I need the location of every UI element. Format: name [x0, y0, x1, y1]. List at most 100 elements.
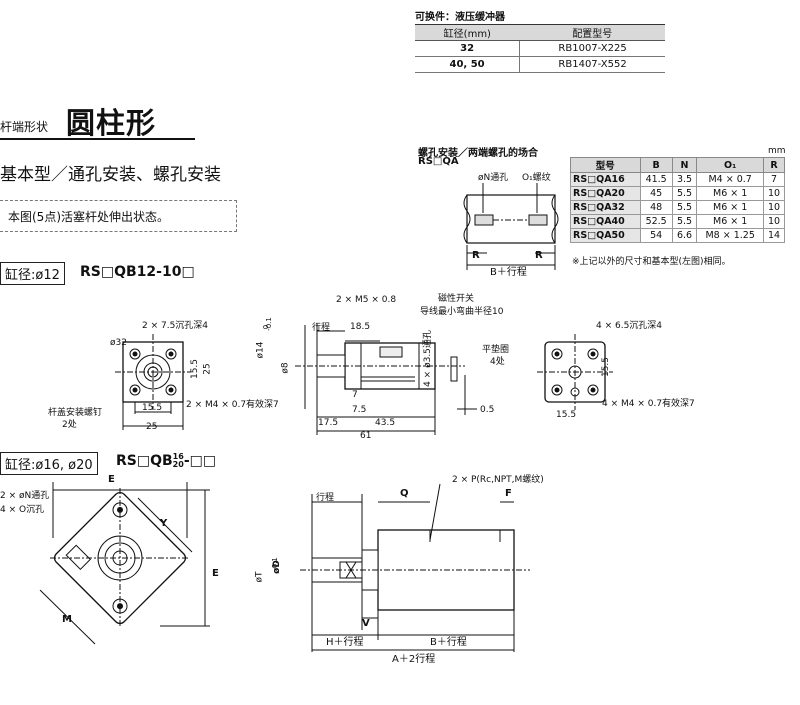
- bore1620-v: V: [362, 618, 370, 629]
- bore12-s1: 2 × M5 × 0.8: [336, 295, 397, 305]
- bore1620-a: A＋2行程: [392, 654, 436, 665]
- rsqa-title: 螺孔安装／两端螺孔的场合: [418, 148, 538, 159]
- bore1620-b: B＋行程: [430, 637, 467, 648]
- dim-cell: M6 × 1: [696, 200, 765, 215]
- dim-cell-model: RS□QA32: [570, 200, 641, 215]
- note-text: 本图(5点)活塞杆处伸出状态。: [8, 210, 169, 224]
- bore12-s3: 导线最小弯曲半径10: [420, 307, 504, 317]
- option-header-model: 配置型号: [519, 24, 665, 41]
- bore12-r1: 4 × 6.5沉孔深4: [596, 321, 663, 331]
- dim-header: 型号: [570, 157, 641, 173]
- bore12-c7: 2 × M4 × 0.7有效深7: [186, 400, 279, 410]
- dim-cell: 10: [763, 200, 785, 215]
- bore12-c1: 2 × 7.5沉孔深4: [142, 321, 209, 331]
- bore1620-y: Y: [160, 518, 168, 529]
- option-header-bore: 缸径(mm): [415, 24, 520, 41]
- bore12-r2: 15.5: [601, 356, 612, 378]
- dim-cell: 48: [639, 200, 673, 215]
- rsqa-label-o: O₁螺纹: [522, 173, 551, 183]
- bore12-c2: ø32: [110, 338, 127, 348]
- option-model: RB1407-X552: [519, 56, 665, 73]
- bore12-s7: ø8: [280, 362, 291, 374]
- dim-cell: 10: [763, 214, 785, 229]
- dim-cell: 45: [639, 186, 673, 201]
- dim-cell: 52.5: [639, 214, 673, 229]
- bore1620-model-b: -□□: [183, 453, 217, 469]
- option-bore: 40, 50: [415, 56, 521, 73]
- rsqa-label-r-right: R: [535, 250, 543, 261]
- bore12-s5: 18.5: [350, 322, 371, 332]
- bore12-side-view: [295, 323, 477, 435]
- bore12-c8: 杆盖安装螺钉: [48, 408, 103, 418]
- dim-cell: 54: [639, 228, 673, 243]
- bore12-s4: 行程: [312, 323, 331, 333]
- bore1620-f: F: [505, 488, 512, 499]
- bore12-s2: 磁性开关: [438, 294, 475, 304]
- bore1620-front-view: [39, 482, 210, 645]
- bore1620-e-top: E: [108, 474, 115, 485]
- dim-cell: 14: [763, 228, 785, 243]
- dim-cell: 10: [763, 186, 785, 201]
- dim-cell: M8 × 1.25: [696, 228, 765, 243]
- dim-header: B: [639, 157, 673, 173]
- bore12-s10: 4处: [490, 357, 505, 367]
- bore12-s13: 43.5: [375, 418, 396, 428]
- dim-cell: 5.5: [671, 186, 698, 201]
- dim-table-footnote: ※上记以外的尺寸和基本型(左图)相同。: [572, 257, 731, 267]
- section-rule: [0, 138, 195, 140]
- bore12-s14: 17.5: [318, 418, 339, 428]
- bore12-r4: 15.5: [556, 410, 577, 420]
- page-subtitle: 基本型／通孔安装、螺孔安装: [0, 165, 221, 185]
- bore12-rear-view: [537, 334, 613, 410]
- dim-cell: 41.5: [639, 172, 673, 187]
- bore1620-model-a: RS□QB: [116, 453, 173, 469]
- dim-header: R: [763, 157, 785, 173]
- dim-cell: M6 × 1: [696, 214, 765, 229]
- dim-cell: 5.5: [671, 200, 698, 215]
- rsqa-label-n: øN通孔: [478, 173, 509, 183]
- option-bore: 32: [415, 40, 521, 57]
- rsqa-label-r-left: R: [472, 250, 480, 261]
- bore12-label: 缸径:ø12: [0, 262, 65, 285]
- bore12-s8: 4 × ø3.5通孔: [422, 330, 433, 387]
- bore12-s6c: -0.1: [264, 317, 273, 331]
- option-table: 缸径(mm) 配置型号 32 RB1007-X225 40, 50 RB1407…: [415, 24, 665, 73]
- section-title: 圆柱形: [66, 106, 157, 140]
- rsqa-label-b: B＋行程: [490, 267, 527, 278]
- bore1620-m: M: [62, 614, 72, 625]
- option-title: 可换件：液压缓冲器: [415, 12, 505, 23]
- rsqa-drawing: [463, 183, 559, 270]
- bore1620-side-view: [300, 483, 530, 652]
- dim-cell: 3.5: [671, 172, 698, 187]
- option-model: RB1007-X225: [519, 40, 665, 57]
- bore12-c9: 2处: [62, 420, 77, 430]
- bore1620-n2: 4 × O沉孔: [0, 505, 45, 515]
- bore1620-model-sup: 16: [172, 452, 184, 461]
- bore1620-model-sub: 20: [172, 460, 184, 469]
- bore12-c5: 15.5: [142, 403, 163, 413]
- bore12-front-view: [115, 334, 191, 430]
- bore1620-t: øT: [254, 571, 265, 583]
- dim-header: O₁: [696, 157, 765, 173]
- bore12-c6: 25: [146, 422, 158, 432]
- bore1620-h: H＋行程: [326, 637, 364, 648]
- bore1620-e-right: E: [212, 568, 219, 579]
- dim-cell-model: RS□QA50: [570, 228, 641, 243]
- bore1620-stroke: 行程: [316, 493, 335, 503]
- dim-cell-model: RS□QA20: [570, 186, 641, 201]
- dim-table: 型号 B N O₁ R RS□QA16 41.5 3.5 M4 × 0.7 7 …: [570, 157, 785, 243]
- bore1620-d: øD: [271, 560, 282, 574]
- dim-cell: 5.5: [671, 214, 698, 229]
- dim-cell: M4 × 0.7: [696, 172, 765, 187]
- bore1620-q: Q: [400, 488, 409, 499]
- bore1620-label: 缸径:ø16, ø20: [0, 452, 98, 475]
- bore12-s11: 7: [352, 390, 358, 400]
- dim-cell: 6.6: [671, 228, 698, 243]
- note-box: 本图(5点)活塞杆处伸出状态。: [0, 200, 237, 232]
- dim-table-unit: mm: [768, 146, 786, 156]
- bore12-s15: 61: [360, 431, 372, 441]
- bore12-s9: 平垫圈: [482, 345, 510, 355]
- bore12-c4: 25: [202, 363, 213, 375]
